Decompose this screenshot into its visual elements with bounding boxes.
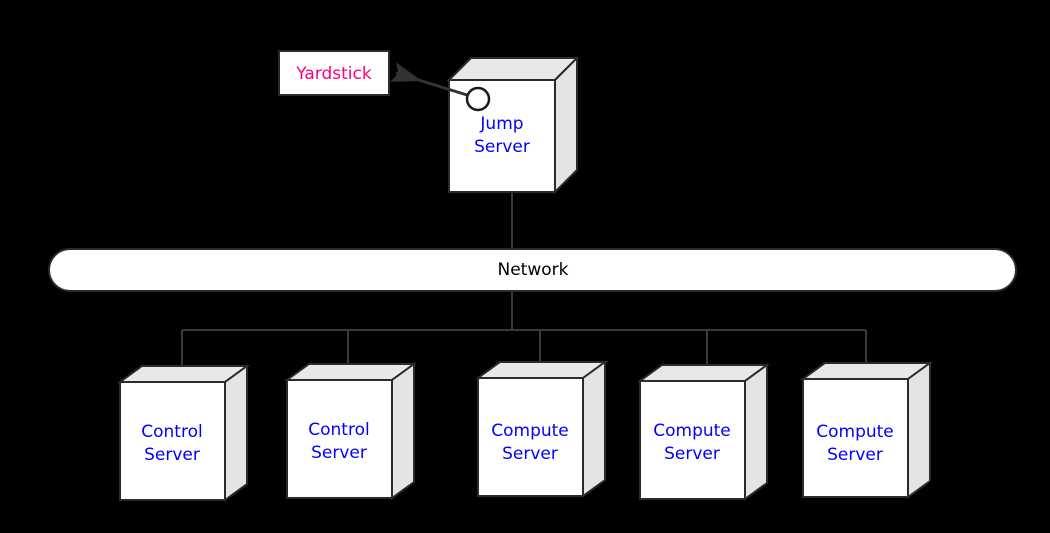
server-3-label-line2: Server [502,444,558,464]
server-1-label-line1: Control [141,422,202,442]
server-5-box-front [802,378,909,498]
yardstick-label: Yardstick [295,64,372,84]
server-2-box-side [391,362,415,500]
jump-server-label-line1: Jump [479,114,523,134]
server-2-box-front [286,379,393,499]
node-server-2[interactable]: Control Server [283,362,418,500]
server-5-box-side [907,361,931,499]
arrow-shaft [390,62,468,97]
server-4-box-front [639,380,746,500]
connector-lines [181,192,867,376]
node-server-5[interactable]: Compute Server [799,361,934,499]
server-1-box-front [119,381,226,501]
network-bar [48,248,1017,292]
jump-server-box-side [554,55,578,195]
server-1-label-line2: Server [144,445,200,465]
jump-server-box-front [448,79,556,193]
server-5-label-line2: Server [827,445,883,465]
server-2-label-line2: Server [311,443,367,463]
dependency-arrow-jumpserver-yardstick [390,62,468,97]
node-network[interactable]: Network [48,248,1017,292]
node-server-1[interactable]: Control Server [116,364,251,502]
node-server-4[interactable]: Compute Server [636,363,771,501]
jump-server-label-line2: Server [474,137,530,157]
server-4-label-line1: Compute [653,421,731,441]
server-4-box-side [744,363,768,501]
server-1-box-side [224,364,248,502]
server-3-box-front [477,377,584,497]
server-5-label-line1: Compute [816,422,894,442]
server-3-box-side [582,360,606,498]
yardstick-box [278,50,390,96]
server-4-label-line2: Server [664,444,720,464]
server-3-label-line1: Compute [491,421,569,441]
node-yardstick[interactable]: Yardstick [278,50,390,96]
node-server-3[interactable]: Compute Server [474,360,609,498]
lollipop-interface-icon [465,86,491,112]
network-label: Network [498,260,569,280]
node-jump-server[interactable]: Jump Server [446,55,580,195]
server-2-label-line1: Control [308,420,369,440]
